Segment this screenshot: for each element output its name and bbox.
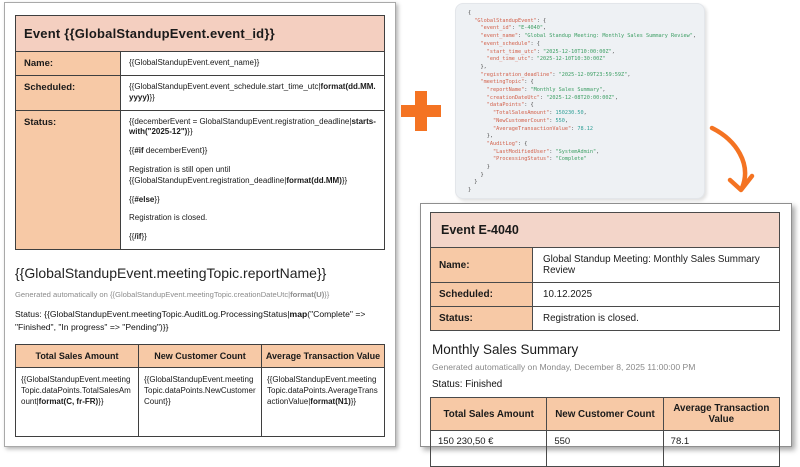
output-event-table: Event E-4040 Name: Global Standup Meetin… xyxy=(430,212,780,331)
status-template-line: {{#else}} xyxy=(129,194,160,204)
json-source-code: { "GlobalStandupEvent": { "event_id": "E… xyxy=(468,10,697,194)
row-value-name: Global Standup Meeting: Monthly Sales Su… xyxy=(532,247,780,283)
column-header: Total Sales Amount xyxy=(15,343,139,368)
plus-icon xyxy=(401,91,441,131)
table-row: {{GlobalStandupEvent.meetingTopic.dataPo… xyxy=(15,366,385,437)
rendered-output-document: Event E-4040 Name: Global Standup Meetin… xyxy=(420,203,792,467)
table-row: Name: {{GlobalStandupEvent.event_name}} xyxy=(15,51,385,76)
row-label-name: Name: xyxy=(430,247,533,283)
status-template-line: {{decemberEvent = GlobalStandupEvent.reg… xyxy=(129,116,376,137)
row-value-scheduled: {{GlobalStandupEvent.event_schedule.star… xyxy=(120,75,385,111)
row-label-status: Status: xyxy=(430,306,533,331)
row-value-status: Registration is closed. xyxy=(532,306,780,331)
table-row: Scheduled: 10.12.2025 xyxy=(430,282,780,307)
template-data-table: Total Sales Amount New Customer Count Av… xyxy=(15,343,385,437)
template-event-table: Event {{GlobalStandupEvent.event_id}} Na… xyxy=(15,15,385,250)
column-header: Total Sales Amount xyxy=(429,397,548,431)
table-row: Name: Global Standup Meeting: Monthly Sa… xyxy=(430,247,780,283)
template-cell-avg-transaction: {{GlobalStandupEvent.meetingTopic.dataPo… xyxy=(261,366,385,437)
row-label-scheduled: Scheduled: xyxy=(430,282,533,307)
column-header: New Customer Count xyxy=(546,397,664,431)
template-cell-new-customers: {{GlobalStandupEvent.meetingTopic.dataPo… xyxy=(138,366,262,437)
row-value-status: {{decemberEvent = GlobalStandupEvent.reg… xyxy=(120,109,385,250)
row-label-status: Status: xyxy=(15,109,121,250)
table-row: Scheduled: {{GlobalStandupEvent.event_sc… xyxy=(15,75,385,111)
template-cell-total-sales: {{GlobalStandupEvent.meetingTopic.dataPo… xyxy=(15,366,139,437)
template-status-line: Status: {{GlobalStandupEvent.meetingTopi… xyxy=(15,308,366,333)
row-label-name: Name: xyxy=(15,51,121,76)
output-event-table-title: Event E-4040 xyxy=(430,212,780,248)
status-template-line: Registration is closed. xyxy=(129,213,208,223)
template-report-heading: {{GlobalStandupEvent.meetingTopic.report… xyxy=(15,264,327,281)
table-row: Status: Registration is closed. xyxy=(430,306,780,331)
output-status-line: Status: Finished xyxy=(432,379,503,390)
output-report-heading: Monthly Sales Summary xyxy=(432,342,579,357)
template-event-table-title: Event {{GlobalStandupEvent.event_id}} xyxy=(15,15,385,52)
row-value-name: {{GlobalStandupEvent.event_name}} xyxy=(120,51,385,76)
output-generated-line: Generated automatically on Monday, Decem… xyxy=(432,362,696,372)
output-cell-new-customers: 550 xyxy=(546,430,664,467)
output-cell-avg-transaction: 78.1 xyxy=(662,430,781,467)
status-template-line: {{/if}} xyxy=(129,232,147,242)
table-row: Status: {{decemberEvent = GlobalStandupE… xyxy=(15,109,385,250)
column-header: Average Transaction Value xyxy=(662,397,781,431)
status-template-line: Registration is still open until {{Globa… xyxy=(129,164,348,185)
column-header: Average Transaction Value xyxy=(261,343,385,368)
json-data-panel: { "GlobalStandupEvent": { "event_id": "E… xyxy=(455,3,705,199)
status-template-line: {{#if decemberEvent}} xyxy=(129,146,208,156)
column-header: New Customer Count xyxy=(138,343,262,368)
output-cell-total-sales: 150 230,50 € xyxy=(429,430,548,467)
plus-bar-vertical xyxy=(415,91,427,131)
template-generated-line: Generated automatically on {{GlobalStand… xyxy=(15,289,330,299)
template-document: Event {{GlobalStandupEvent.event_id}} Na… xyxy=(4,2,396,447)
curved-arrow-icon xyxy=(709,125,755,193)
table-row: 150 230,50 € 550 78.1 xyxy=(429,430,781,467)
output-data-table: Total Sales Amount New Customer Count Av… xyxy=(429,397,781,467)
row-label-scheduled: Scheduled: xyxy=(15,75,121,111)
row-value-scheduled: 10.12.2025 xyxy=(532,282,780,307)
